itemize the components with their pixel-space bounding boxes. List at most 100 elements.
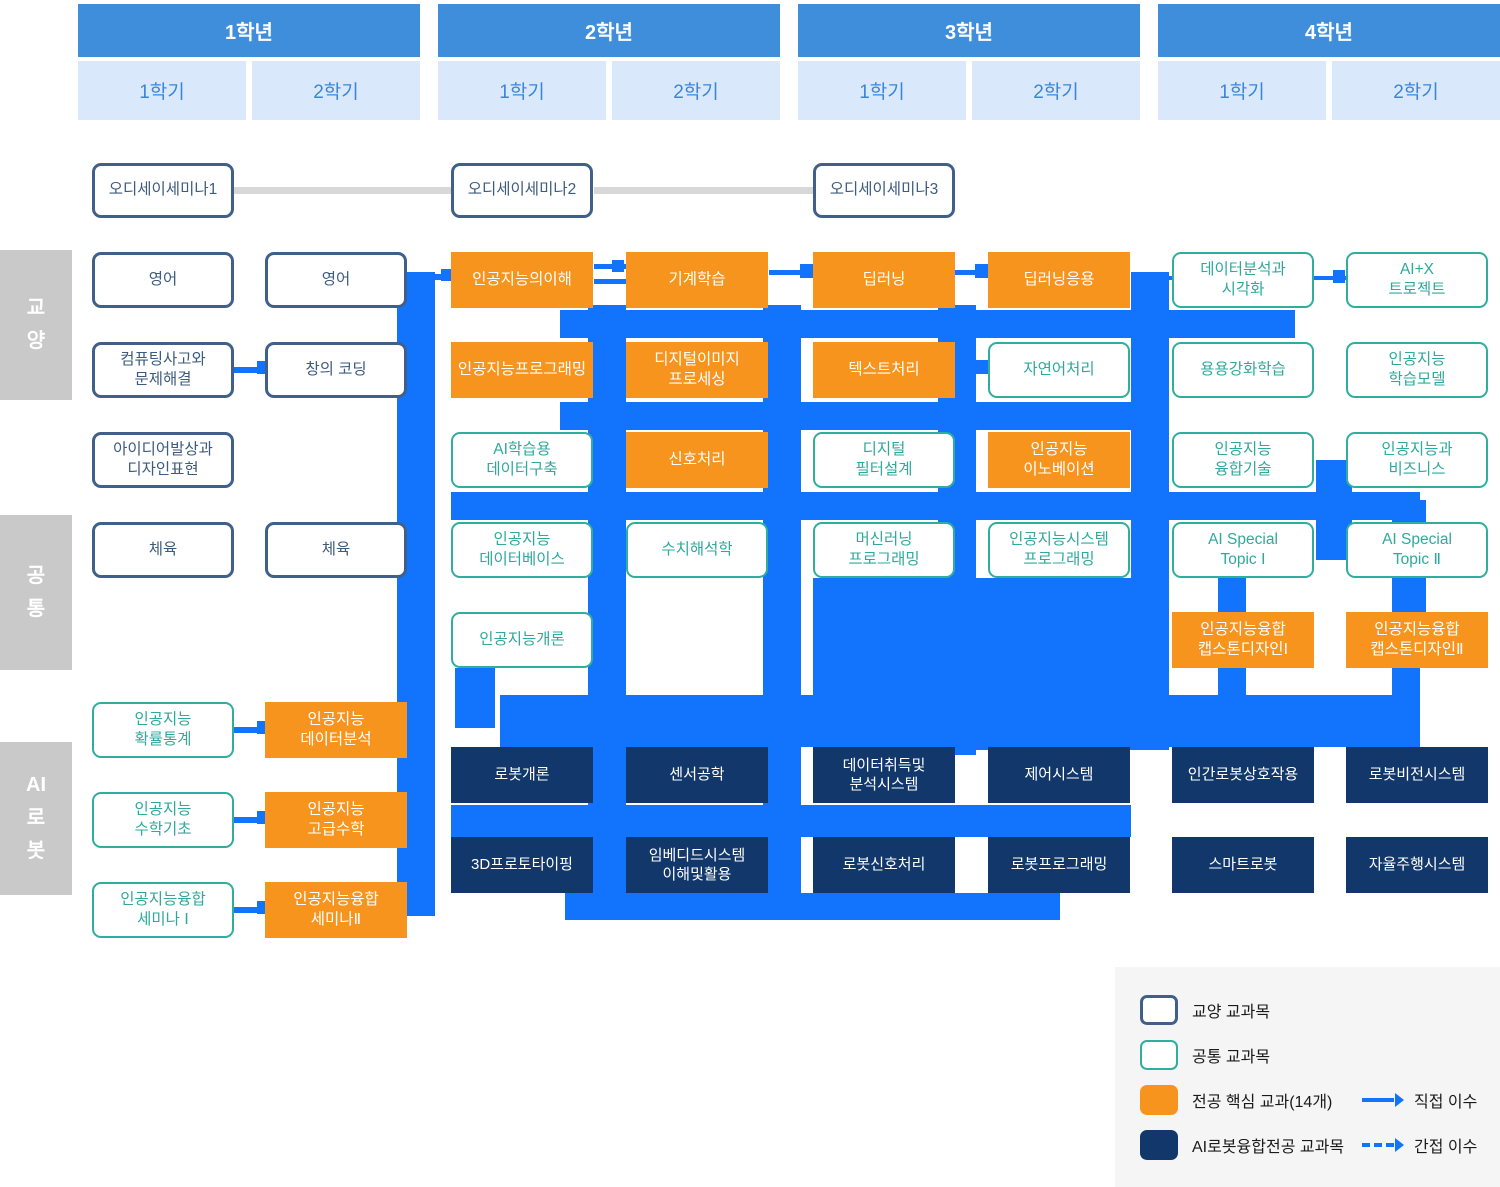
flow-connector — [955, 366, 988, 371]
course-box: 인공지능융합 세미나Ⅱ — [265, 882, 407, 938]
flow-connector — [594, 354, 626, 359]
flow-connector — [955, 270, 988, 275]
odyssey-box: 오디세이세미나1 — [92, 163, 234, 218]
sidebar-group-label: AI 로 봇 — [0, 742, 72, 895]
arrow-head-icon — [1395, 1093, 1404, 1107]
odyssey-box: 오디세이세미나2 — [451, 163, 593, 218]
course-box: 제어시스템 — [988, 747, 1130, 803]
flow-connector — [441, 269, 451, 281]
flow-connector — [594, 264, 626, 269]
course-box: 딥러닝 — [813, 252, 955, 308]
course-box: 로봇프로그래밍 — [988, 837, 1130, 893]
course-box: 텍스트처리 — [813, 342, 955, 398]
semester-cell: 2학기 — [252, 61, 420, 120]
odyssey-box: 오디세이세미나3 — [813, 163, 955, 218]
sidebar-group-label: 공 통 — [0, 515, 72, 670]
course-box: 기계학습 — [626, 252, 768, 308]
flow-connector — [233, 907, 261, 913]
arrow-head-icon — [1395, 1138, 1404, 1152]
course-box: 딥러닝응용 — [988, 252, 1130, 308]
flow-connector — [612, 260, 624, 272]
course-box: 로봇신호처리 — [813, 837, 955, 893]
flow-connector — [1333, 270, 1345, 283]
course-box: 인공지능융합 캡스톤디자인Ⅱ — [1346, 612, 1488, 668]
year-header: 1학년 — [78, 4, 420, 57]
semester-cell: 2학기 — [972, 61, 1140, 120]
legend-label: AI로봇융합전공 교과목 — [1192, 1139, 1345, 1156]
course-box: 머신러닝 프로그래밍 — [813, 522, 955, 578]
flow-connector — [565, 893, 1060, 920]
course-box: 디지털이미지 프로세싱 — [626, 342, 768, 398]
legend-label: 전공 핵심 교과(14개) — [1192, 1094, 1333, 1111]
odyssey-link-line — [594, 187, 813, 194]
flow-connector — [560, 402, 1131, 430]
flow-connector — [1313, 276, 1346, 280]
flow-connector — [975, 360, 988, 374]
flow-connector — [1218, 668, 1246, 698]
course-box: 신호처리 — [626, 432, 768, 488]
legend-swatch-core — [1140, 1085, 1178, 1115]
course-box: 로봇개론 — [451, 747, 593, 803]
course-box: 인공지능 융합기술 — [1172, 432, 1314, 488]
course-box: 창의 코딩 — [265, 342, 407, 398]
course-box: 인공지능 확률통계 — [92, 702, 234, 758]
course-box: 센서공학 — [626, 747, 768, 803]
course-box: 영어 — [92, 252, 234, 308]
course-box: AI Special Topic Ⅱ — [1346, 522, 1488, 578]
flow-connector — [594, 369, 626, 374]
course-box: 컴퓨팅사고와 문제해결 — [92, 342, 234, 398]
course-box: 자율주행시스템 — [1346, 837, 1488, 893]
course-box: AI학습용 데이터구축 — [451, 432, 593, 488]
course-box: 인공지능과 비즈니스 — [1346, 432, 1488, 488]
course-box: 인공지능시스템 프로그래밍 — [988, 522, 1130, 578]
flow-connector — [451, 492, 1420, 520]
direct-arrow-icon — [1362, 1098, 1394, 1102]
course-box: 체육 — [92, 522, 234, 578]
course-box: 인공지능 수학기초 — [92, 792, 234, 848]
course-box: 인공지능개론 — [451, 612, 593, 668]
indirect-arrow-icon — [1362, 1143, 1394, 1147]
semester-cell: 2학기 — [612, 61, 780, 120]
flow-connector — [1392, 668, 1420, 698]
flow-connector — [233, 367, 261, 373]
course-box: 인공지능프로그래밍 — [451, 342, 593, 398]
legend-swatch-gen — [1140, 995, 1178, 1025]
flow-connector — [455, 668, 495, 728]
course-box: 임베디드시스템 이해및활용 — [626, 837, 768, 893]
course-box: 데이터취득및 분석시스템 — [813, 747, 955, 803]
semester-cell: 2학기 — [1332, 61, 1500, 120]
flow-connector — [975, 264, 988, 278]
course-box: AI Special Topic Ⅰ — [1172, 522, 1314, 578]
odyssey-link-line — [233, 187, 451, 194]
course-box: 아이디어발상과 디자인표현 — [92, 432, 234, 488]
legend-label: 공통 교과목 — [1192, 1049, 1271, 1066]
course-box: 용용강화학습 — [1172, 342, 1314, 398]
semester-cell: 1학기 — [78, 61, 246, 120]
flow-connector — [233, 817, 261, 823]
year-header: 2학년 — [438, 4, 780, 57]
course-box: 인공지능 학습모델 — [1346, 342, 1488, 398]
semester-cell: 1학기 — [1158, 61, 1326, 120]
semester-cell: 1학기 — [798, 61, 966, 120]
course-box: 디지털 필터설계 — [813, 432, 955, 488]
course-box: 영어 — [265, 252, 407, 308]
course-box: 수치해석학 — [626, 522, 768, 578]
course-box: AI+X 트로젝트 — [1346, 252, 1488, 308]
arrow-label: 간접 이수 — [1414, 1139, 1478, 1156]
flow-connector — [420, 274, 451, 280]
legend-label: 교양 교과목 — [1192, 1004, 1271, 1021]
semester-cell: 1학기 — [438, 61, 606, 120]
flow-connector — [800, 264, 813, 278]
course-box: 데이터분석과 시각화 — [1172, 252, 1314, 308]
year-header: 3학년 — [798, 4, 1140, 57]
course-box: 3D프로토타이핑 — [451, 837, 593, 893]
course-box: 인간로봇상호작용 — [1172, 747, 1314, 803]
flow-connector — [560, 310, 1295, 338]
flow-connector — [769, 270, 813, 275]
flow-connector — [451, 805, 1131, 837]
flow-connector — [1218, 578, 1246, 614]
course-box: 인공지능 데이터분석 — [265, 702, 407, 758]
legend-swatch-robot — [1140, 1130, 1178, 1160]
